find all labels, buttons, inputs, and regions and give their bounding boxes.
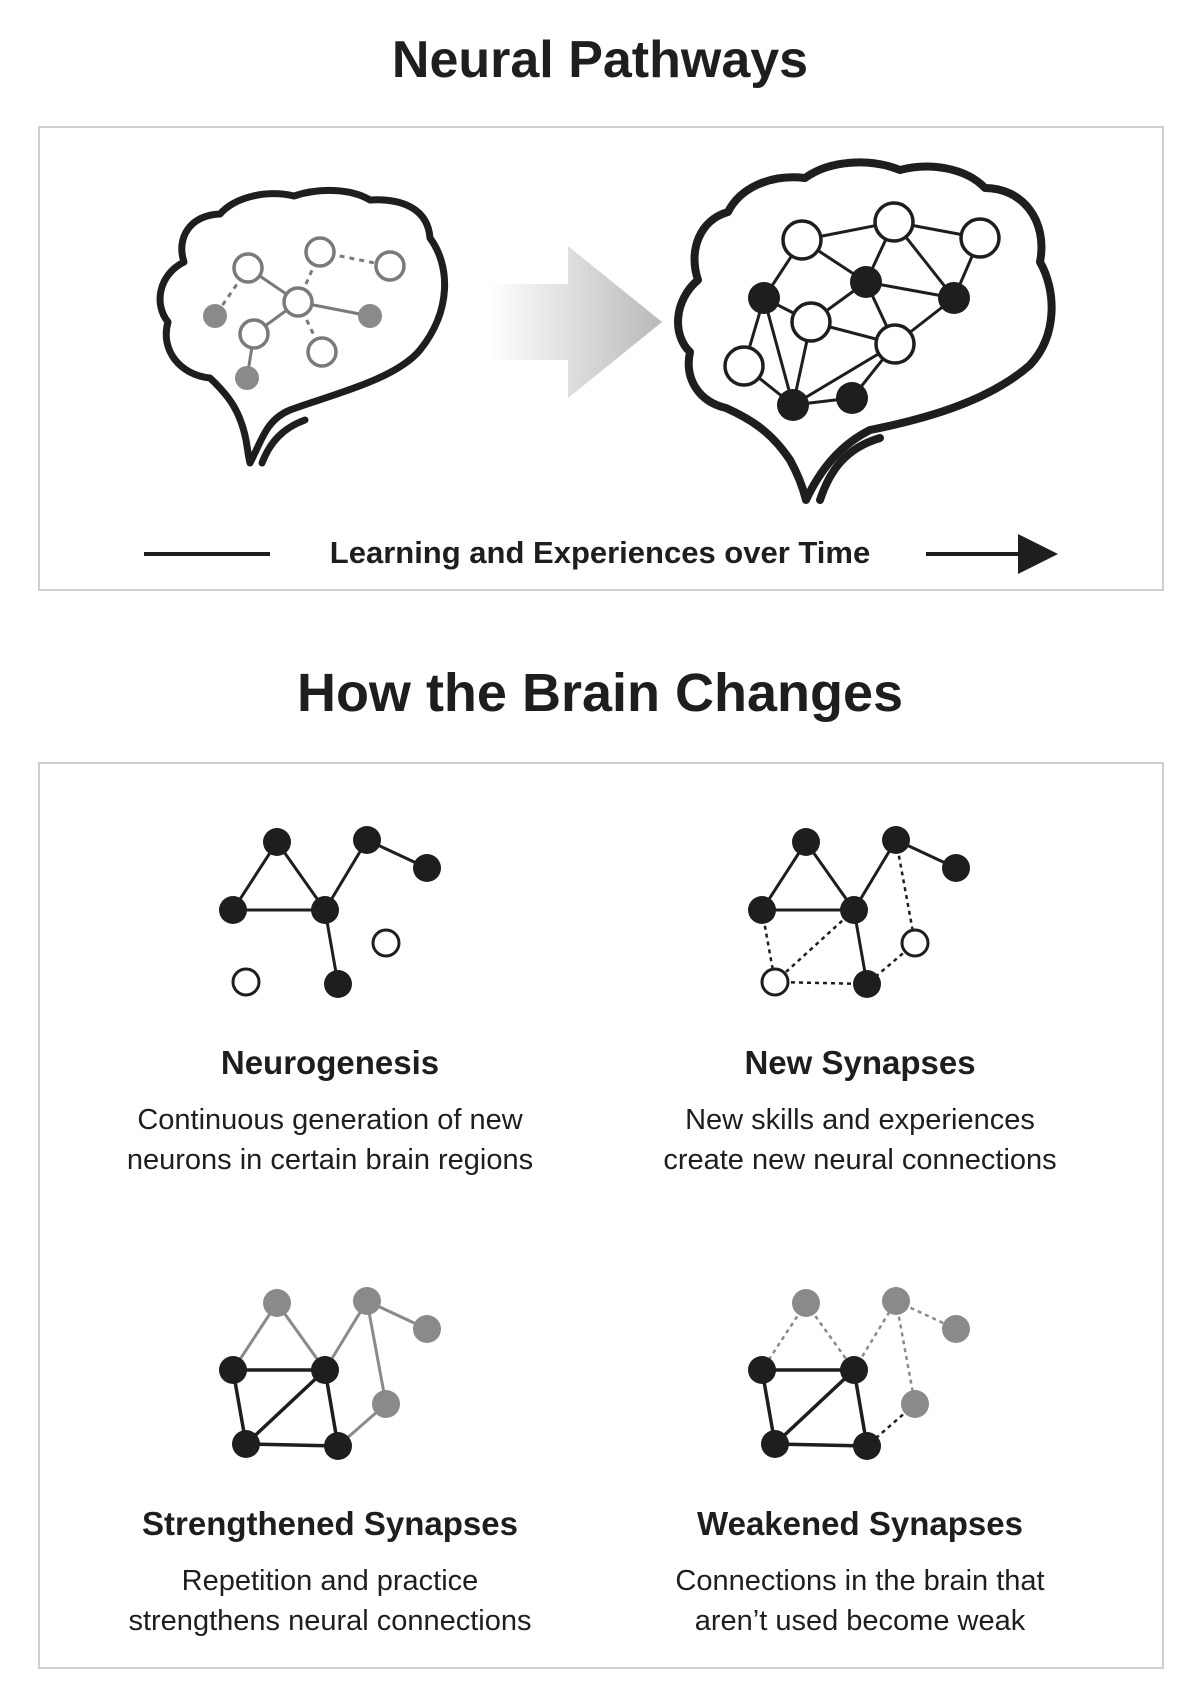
neuron-node [324,1432,352,1460]
weak-synapse-line [804,1302,856,1371]
neuron-node [306,336,338,368]
card-text-strengthened-synapses-line1: Repetition and practice [181,1565,479,1597]
neurogenesis-diagram [219,826,441,998]
neuron-node [901,1390,929,1418]
neuron-node [723,345,765,387]
brain-outline-icon-right [674,158,1056,504]
neuron-node [282,286,314,318]
neuron-node [853,970,881,998]
page-title: Neural Pathways [391,31,809,89]
neuron-node [263,828,291,856]
neuron-node [413,1315,441,1343]
card-text-neurogenesis-line1: Continuous generation of new [137,1104,523,1136]
brain-outline-icon-left [156,186,448,467]
right-brain-network [723,201,1001,421]
new-synapse-line [894,839,917,944]
neuron-node [304,236,336,268]
timeline-label: Learning and Experiences over Time [329,535,871,570]
card-text-weakened-synapses-line1: Connections in the brain that [675,1565,1045,1597]
weakened-synapses-diagram [748,1287,970,1460]
new-synapse-line [774,909,855,983]
neuron-node [263,1289,291,1317]
neuron-node [900,928,930,958]
new-neuron-node [371,928,401,958]
neuron-node [311,1356,339,1384]
neuron-node [748,1356,776,1384]
neural-pathways-panel [38,126,1164,591]
neuron-node [238,318,270,350]
neuron-node [942,854,970,882]
neuron-node [219,1356,247,1384]
neuron-node [853,1432,881,1460]
gradient-arrow-icon [490,246,662,398]
neuron-node [959,217,1001,259]
neural-pathways-illustration [144,158,1058,574]
section-title: How the Brain Changes [296,663,904,723]
strong-synapse-line [244,1368,327,1446]
neuron-node [792,828,820,856]
neuron-node [232,252,264,284]
card-title-strengthened-synapses: Strengthened Synapses [142,1505,518,1542]
arrow-right-icon [1018,534,1058,574]
strengthened-synapses-diagram [219,1287,441,1460]
neuron-node [358,304,382,328]
neuron-node [942,1315,970,1343]
neuron-node [748,896,776,924]
synapse-line [774,1442,868,1448]
card-title-neurogenesis: Neurogenesis [220,1044,440,1081]
synapse-line [762,297,795,406]
neuron-node [761,1430,789,1458]
synapse-line [365,1300,388,1405]
neuron-node [777,389,809,421]
neuron-node [372,1390,400,1418]
neuron-node [938,282,970,314]
neuron-node [353,1287,381,1315]
neuron-node [840,896,868,924]
neuron-node [874,323,916,365]
neuron-node [232,1430,260,1458]
weak-synapse-line [894,1300,917,1405]
card-text-new-synapses-line2: create new neural connections [663,1144,1057,1176]
neuron-node [219,896,247,924]
synapse-line [773,1368,856,1446]
neuron-node [840,1356,868,1384]
brain-changes-panel [38,762,1164,1669]
neuron-node [850,266,882,298]
neuron-node [781,219,823,261]
neuron-node [311,896,339,924]
timeline-arrow [144,534,1058,574]
neuron-node [882,1287,910,1315]
neuron-node [882,826,910,854]
neuron-node [374,250,406,282]
left-brain-network [203,236,406,390]
neuron-node [413,854,441,882]
card-text-neurogenesis-line2: neurons in certain brain regions [126,1144,534,1176]
strong-synapse-line [245,1442,339,1448]
neuron-node [353,826,381,854]
card-title-new-synapses: New Synapses [744,1044,976,1081]
neuron-node [790,301,832,343]
card-text-weakened-synapses-line2: aren’t used become weak [694,1605,1026,1637]
neuron-node [235,366,259,390]
card-text-strengthened-synapses-line2: strengthens neural connections [128,1605,532,1637]
card-text-new-synapses-line1: New skills and experiences [685,1104,1035,1136]
new-synapses-diagram [748,826,970,998]
neuron-node [324,970,352,998]
neuron-node [748,282,780,314]
neuron-node [792,1289,820,1317]
card-title-weakened-synapses: Weakened Synapses [697,1505,1023,1542]
new-neuron-node [231,967,261,997]
neuron-node [760,967,790,997]
neuron-node [873,201,915,243]
neuron-node [836,382,868,414]
neuron-node [203,304,227,328]
